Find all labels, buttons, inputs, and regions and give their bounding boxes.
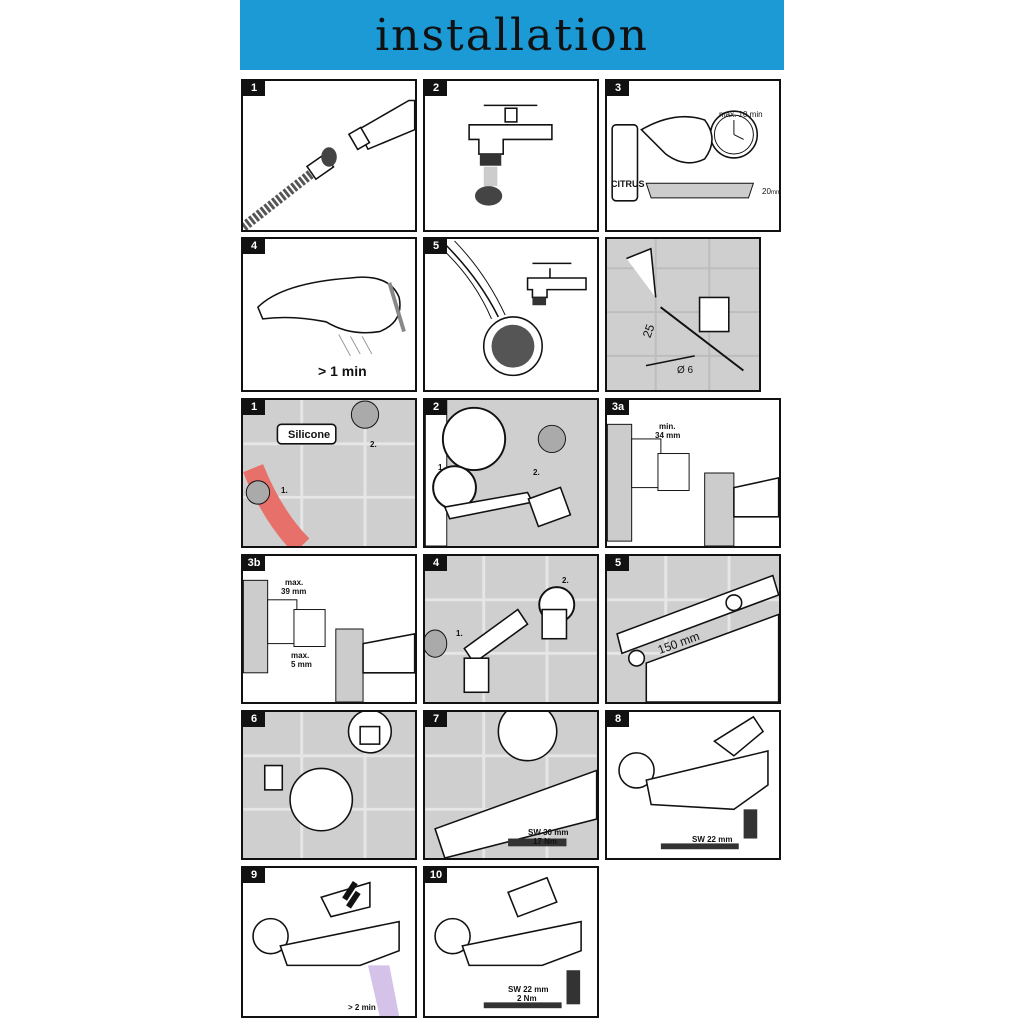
hose-illustration	[243, 99, 415, 230]
step-number: 8	[607, 712, 629, 727]
depth-unit: mm	[771, 190, 781, 196]
aerator-illustration	[618, 715, 769, 850]
time-label: max. 10 min	[719, 110, 763, 119]
min-value: 34 mm	[655, 431, 681, 440]
silicone-illustration	[243, 400, 415, 546]
depth-value: 20	[762, 187, 771, 196]
shower-head-faucet-illustration	[439, 240, 587, 377]
panel-7-attach-mixer: 7 SW 30 mm 17 Nm	[423, 710, 599, 860]
citrus-label: CITRUS	[611, 179, 645, 189]
panel-9-flush: 9 > 2 min	[241, 866, 417, 1018]
panel-b1-silicone: 1 Silicone 1. 2.	[241, 398, 417, 548]
max-depth-illustration	[243, 579, 415, 702]
panel-10-finish: 10 SW 22 mm 2 Nm	[423, 866, 599, 1018]
step-1-marker: 1.	[456, 629, 463, 638]
duration-label: > 1 min	[318, 363, 367, 379]
wrench-size: SW 30 mm	[528, 828, 569, 837]
max-gap-value: 5 mm	[291, 660, 312, 669]
max-gap-label: max.	[291, 651, 310, 660]
title-banner: installation	[240, 0, 784, 70]
step-number: 1	[243, 81, 265, 96]
panel-4-flush-head: 4 > 1 min	[241, 237, 417, 392]
panel-5-connect-head: 5	[423, 237, 599, 392]
step-number: 5	[607, 556, 629, 571]
wrench-size: SW 22 mm	[508, 985, 549, 994]
step-number: 3a	[607, 400, 629, 415]
descale-illustration	[611, 110, 759, 202]
level-illustration	[607, 556, 779, 702]
step-1-marker: 1.	[281, 486, 288, 495]
step-2-marker: 2.	[370, 440, 377, 449]
panel-3-descale: 3 max. 10 min CITRUS 20 mm	[605, 79, 781, 232]
panel-5-level: 5 150 mm	[605, 554, 781, 704]
step-number: 2	[425, 81, 447, 96]
fittings-illustration	[425, 556, 597, 702]
step-number: 5	[425, 239, 447, 254]
page-title: installation	[375, 9, 649, 61]
mixer-attach-illustration	[425, 712, 597, 858]
step-number: 10	[425, 868, 447, 883]
torque-value: 17 Nm	[533, 837, 558, 846]
step-number: 9	[243, 868, 265, 883]
step-2-marker: 2.	[533, 468, 540, 477]
shower-head-illustration	[256, 276, 406, 357]
step-number: 4	[243, 239, 265, 254]
max-value: 39 mm	[281, 587, 307, 596]
step-2-marker: 2.	[562, 576, 569, 585]
step-number: 4	[425, 556, 447, 571]
panel-8-aerator: 8 SW 22 mm	[605, 710, 781, 860]
silicone-label: Silicone	[288, 429, 331, 441]
min-label: min.	[659, 422, 676, 431]
min-depth-illustration	[607, 423, 779, 546]
finish-illustration	[434, 876, 582, 1009]
panel-6-mount-cover: 6	[241, 710, 417, 860]
panel-3b-max-depth: 3b max. 39 mm max. 5 mm	[241, 554, 417, 704]
torque-value: 2 Nm	[517, 994, 537, 1003]
max-label: max.	[285, 578, 304, 587]
panel-6-wall-mount: 25 Ø 6	[605, 237, 761, 392]
step-number: 3	[607, 81, 629, 96]
wrench-size: SW 22 mm	[692, 835, 733, 844]
drill-mount-illustration	[607, 239, 759, 390]
step-1-marker: 1.	[438, 463, 445, 472]
duration-label: > 2 min	[348, 1003, 376, 1012]
step-number: 3b	[243, 556, 265, 571]
drill-diameter: Ø 6	[677, 365, 694, 376]
panel-3a-min-depth: 3a min. 34 mm	[605, 398, 781, 548]
step-number: 6	[243, 712, 265, 727]
cut-pipe-illustration	[425, 400, 572, 546]
faucet-illustration	[468, 104, 553, 206]
panel-2-faucet-strainer: 2	[423, 79, 599, 232]
step-number: 1	[243, 400, 265, 415]
panel-b2-cut-pipe: 2 1. 2.	[423, 398, 599, 548]
panel-1-hose-connect: 1	[241, 79, 417, 232]
step-number: 7	[425, 712, 447, 727]
panel-4-install-fittings: 4 1. 2.	[423, 554, 599, 704]
step-number: 2	[425, 400, 447, 415]
flush-illustration	[252, 881, 400, 1016]
cover-illustration	[243, 712, 415, 858]
